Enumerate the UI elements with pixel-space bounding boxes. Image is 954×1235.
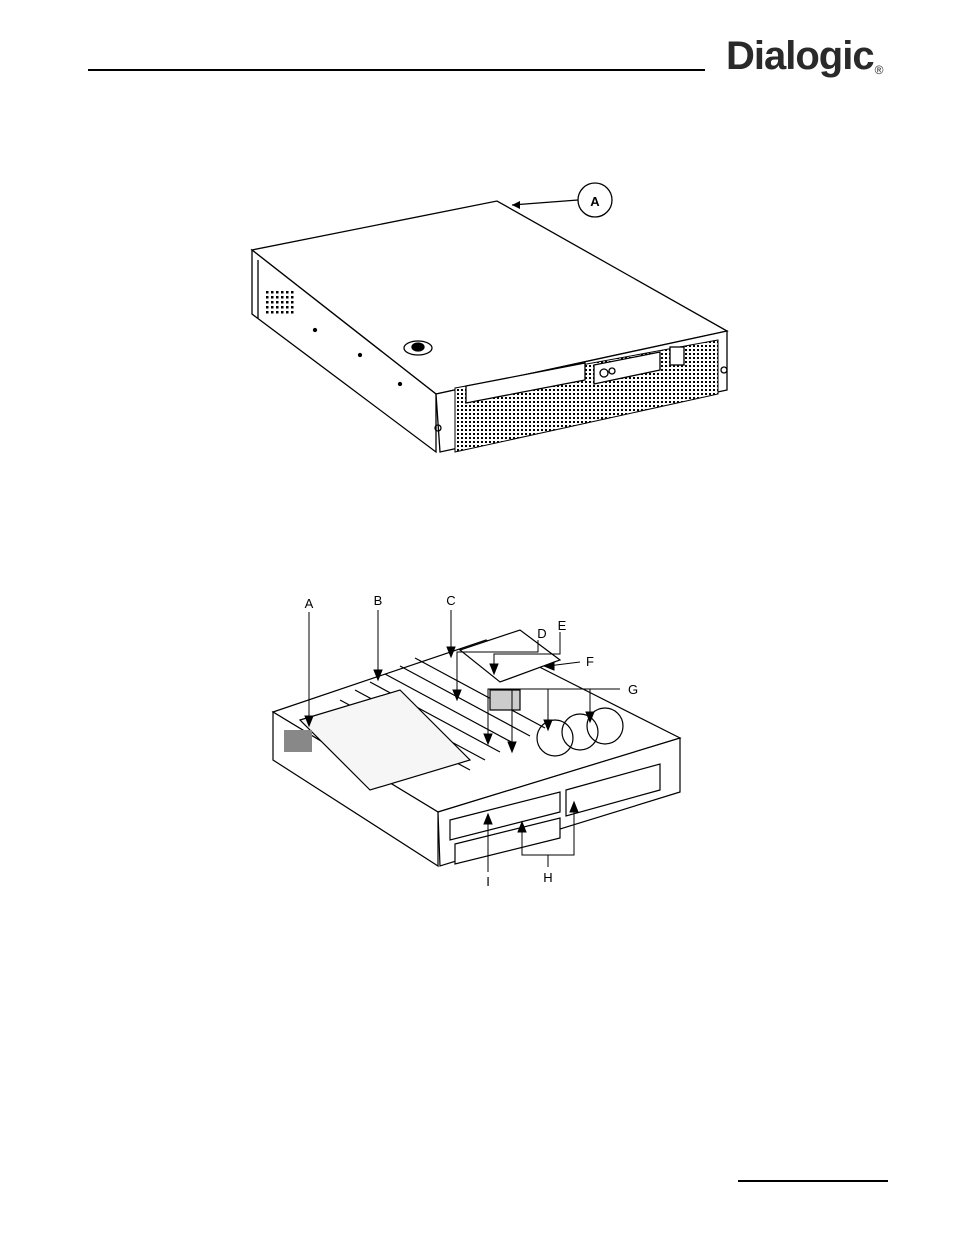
label-g: G [628,682,638,697]
label-b: B [374,593,383,608]
footer-rule [738,1180,888,1182]
label-a: A [305,596,314,611]
chassis-open-drawing [273,630,680,866]
label-c: C [446,593,455,608]
label-e: E [558,618,567,633]
label-h: H [543,870,552,885]
label-d: D [537,626,546,641]
label-f: F [586,654,594,669]
label-i: I [486,874,490,889]
